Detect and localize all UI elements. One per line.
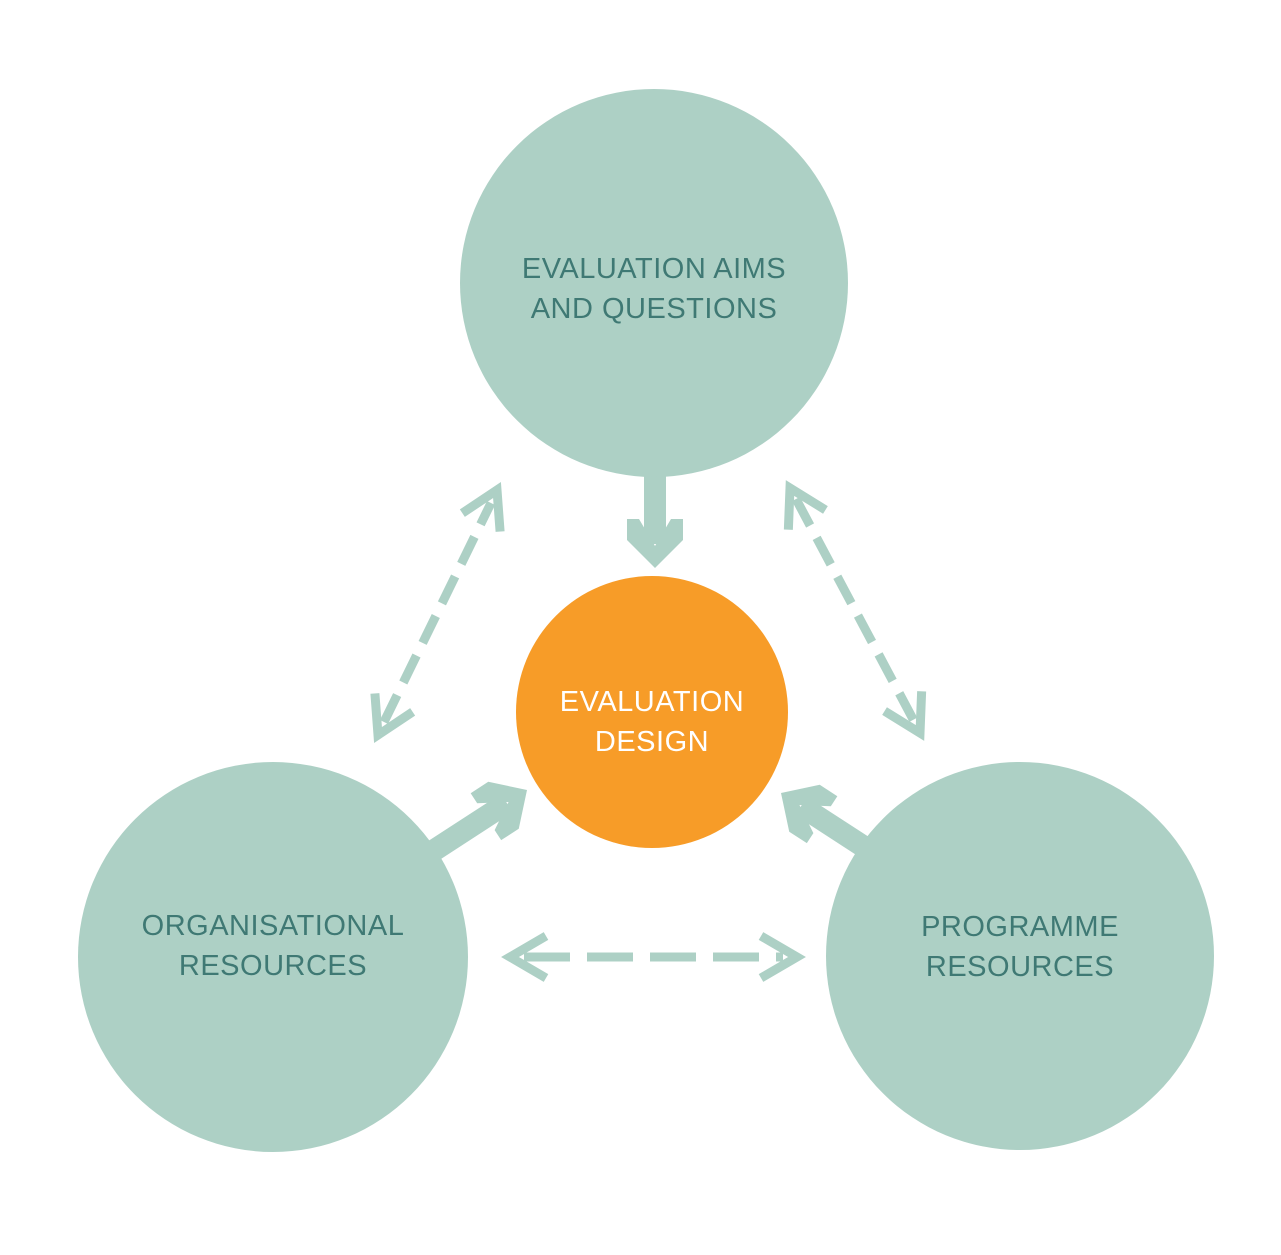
node-evaluation-design: EVALUATION DESIGN [516,576,788,848]
solid-arrow-organisational-to-design-icon [422,781,527,864]
dashed-arrow-organisational-programme-icon [501,932,806,982]
node-programme-resources-label: PROGRAMME RESOURCES [921,911,1119,983]
node-evaluation-aims-and-questions: EVALUATION AIMS AND QUESTIONS [460,89,848,477]
node-evaluation-design-label: EVALUATION DESIGN [559,686,745,758]
dashed-arrow-aims-programme-icon [783,480,927,741]
node-organisational-resources-label: ORGANISATIONAL RESOURCES [141,910,405,982]
node-evaluation-aims-and-questions-label: EVALUATION AIMS AND QUESTIONS [521,253,787,325]
solid-arrow-aims-to-design-icon [627,468,683,568]
dashed-arrow-aims-organisational-icon [370,481,505,744]
node-programme-resources: PROGRAMME RESOURCES [826,762,1214,1150]
node-organisational-resources: ORGANISATIONAL RESOURCES [78,762,468,1152]
